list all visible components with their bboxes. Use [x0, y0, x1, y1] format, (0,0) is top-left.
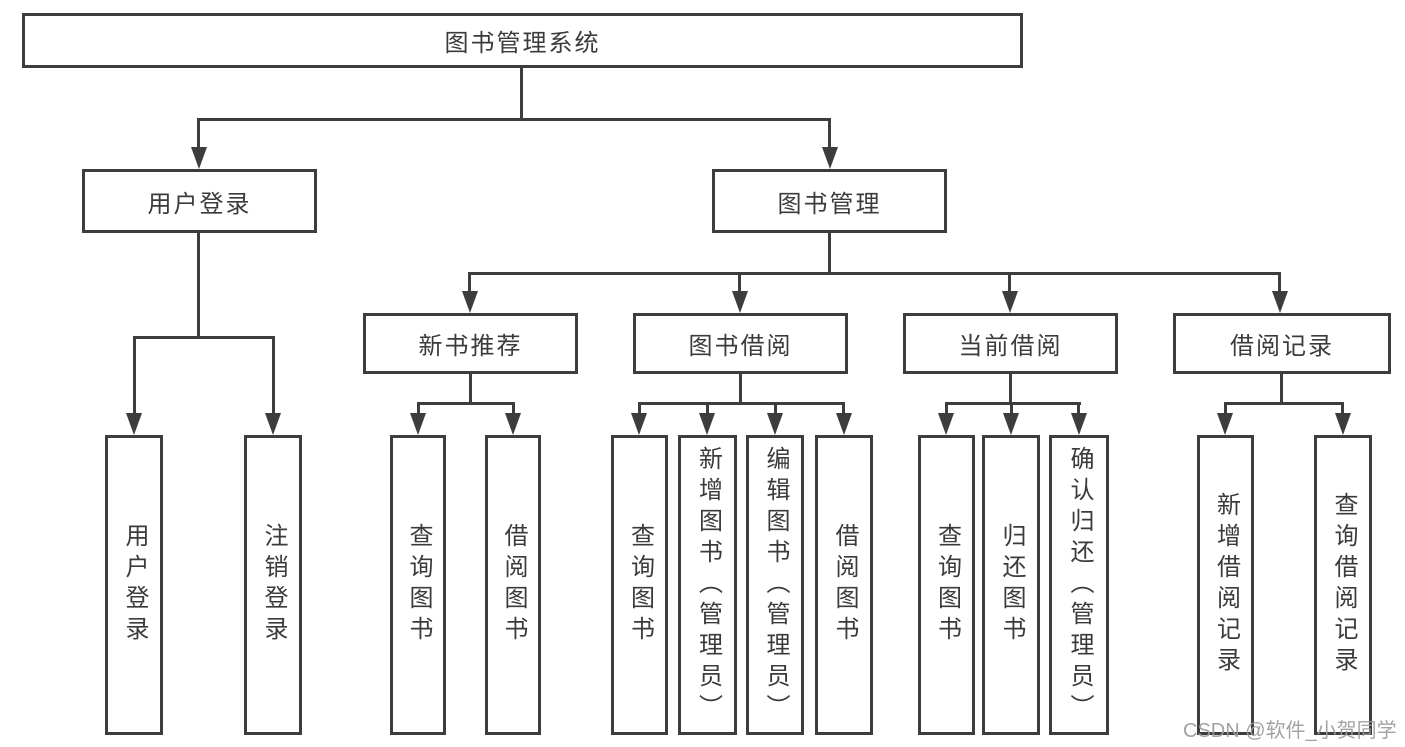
- arrow-down-icon: [1217, 413, 1233, 435]
- connector-vline: [828, 118, 831, 150]
- connector-vline: [272, 336, 275, 416]
- node-system-root-label: 图书管理系统: [444, 30, 601, 57]
- leaf-add-books-admin: 新增图书（管理员）: [678, 435, 737, 735]
- connector-vline: [468, 272, 471, 296]
- leaf-confirm-return-admin: 确认归还（管理员）: [1049, 435, 1109, 735]
- node-new-book-recommend: 新书推荐: [363, 313, 578, 374]
- arrow-down-icon: [699, 413, 715, 435]
- arrow-down-icon: [1272, 291, 1288, 313]
- connector-vline: [417, 402, 420, 416]
- node-book-management: 图书管理: [712, 169, 947, 233]
- node-user-login-label: 用户登录: [147, 190, 252, 218]
- leaf-logout-label: 注销登录: [260, 523, 287, 647]
- connector-vline: [1280, 374, 1283, 405]
- leaf-user-login: 用户登录: [105, 435, 163, 735]
- arrow-down-icon: [462, 291, 478, 313]
- leaf-add-borrow-record: 新增借阅记录: [1197, 435, 1254, 735]
- connector-hline: [197, 118, 831, 121]
- leaf-confirm-return-admin-label: 确认归还（管理员）: [1066, 445, 1093, 725]
- arrow-down-icon: [126, 413, 142, 435]
- connector-vline: [828, 233, 831, 275]
- connector-hline: [417, 402, 515, 405]
- node-current-borrowing: 当前借阅: [903, 313, 1118, 374]
- leaf-borrowing-borrow-books-label: 借阅图书: [831, 523, 858, 647]
- arrow-down-icon: [410, 413, 426, 435]
- leaf-current-query-books: 查询图书: [918, 435, 975, 735]
- connector-hline: [133, 336, 275, 339]
- leaf-recommend-query-books-label: 查询图书: [405, 523, 432, 647]
- arrow-down-icon: [505, 413, 521, 435]
- leaf-recommend-borrow-books: 借阅图书: [485, 435, 541, 735]
- node-current-borrowing-label: 当前借阅: [958, 333, 1063, 360]
- leaf-return-books: 归还图书: [982, 435, 1040, 735]
- connector-vline: [1077, 402, 1080, 416]
- arrow-down-icon: [1335, 413, 1351, 435]
- node-new-book-recommend-label: 新书推荐: [418, 333, 523, 360]
- leaf-current-query-books-label: 查询图书: [933, 523, 961, 647]
- connector-vline: [1010, 402, 1013, 416]
- connector-vline: [520, 68, 523, 121]
- leaf-recommend-query-books: 查询图书: [390, 435, 446, 735]
- arrow-down-icon: [1071, 413, 1087, 435]
- connector-vline: [469, 374, 472, 405]
- connector-hline: [945, 402, 1081, 405]
- arrow-down-icon: [631, 413, 647, 435]
- node-book-borrowing: 图书借阅: [633, 313, 848, 374]
- connector-vline: [1009, 374, 1012, 405]
- arrow-down-icon: [822, 147, 838, 169]
- connector-vline: [512, 402, 515, 416]
- leaf-return-books-label: 归还图书: [998, 523, 1025, 647]
- arrow-down-icon: [191, 147, 207, 169]
- arrow-down-icon: [938, 413, 954, 435]
- arrow-down-icon: [836, 413, 852, 435]
- connector-hline: [468, 272, 1281, 275]
- leaf-borrowing-query-books-label: 查询图书: [626, 523, 654, 647]
- connector-vline: [1278, 272, 1281, 296]
- leaf-edit-books-admin: 编辑图书（管理员）: [746, 435, 804, 735]
- leaf-add-books-admin-label: 新增图书（管理员）: [694, 445, 722, 725]
- leaf-logout: 注销登录: [244, 435, 302, 735]
- leaf-query-borrow-record: 查询借阅记录: [1314, 435, 1372, 735]
- connector-vline: [842, 402, 845, 416]
- connector-vline: [774, 402, 777, 416]
- node-borrowing-records-label: 借阅记录: [1230, 333, 1334, 360]
- arrow-down-icon: [767, 413, 783, 435]
- node-system-root: 图书管理系统: [22, 13, 1023, 68]
- leaf-query-borrow-record-label: 查询借阅记录: [1330, 492, 1357, 678]
- connector-vline: [1224, 402, 1227, 416]
- connector-vline: [739, 374, 742, 405]
- arrow-down-icon: [1002, 291, 1018, 313]
- leaf-add-borrow-record-label: 新增借阅记录: [1212, 492, 1240, 678]
- connector-vline: [1008, 272, 1011, 296]
- connector-vline: [706, 402, 709, 416]
- node-user-login: 用户登录: [82, 169, 317, 233]
- connector-hline: [1224, 402, 1344, 405]
- arrow-down-icon: [265, 413, 281, 435]
- connector-vline: [1341, 402, 1344, 416]
- connector-vline: [133, 336, 136, 416]
- node-book-management-label: 图书管理: [777, 190, 882, 218]
- watermark: CSDN @软件_小贺同学: [1183, 720, 1397, 742]
- connector-vline: [738, 272, 741, 296]
- connector-hline: [638, 402, 845, 405]
- leaf-borrowing-query-books: 查询图书: [611, 435, 668, 735]
- leaf-user-login-label: 用户登录: [121, 523, 148, 647]
- leaf-recommend-borrow-books-label: 借阅图书: [500, 523, 527, 647]
- arrow-down-icon: [1003, 413, 1019, 435]
- arrow-down-icon: [732, 291, 748, 313]
- connector-vline: [197, 118, 200, 150]
- connector-vline: [638, 402, 641, 416]
- leaf-edit-books-admin-label: 编辑图书（管理员）: [762, 445, 789, 725]
- node-book-borrowing-label: 图书借阅: [688, 333, 793, 360]
- leaf-borrowing-borrow-books: 借阅图书: [815, 435, 873, 735]
- connector-vline: [945, 402, 948, 416]
- connector-vline: [197, 233, 200, 339]
- node-borrowing-records: 借阅记录: [1173, 313, 1391, 374]
